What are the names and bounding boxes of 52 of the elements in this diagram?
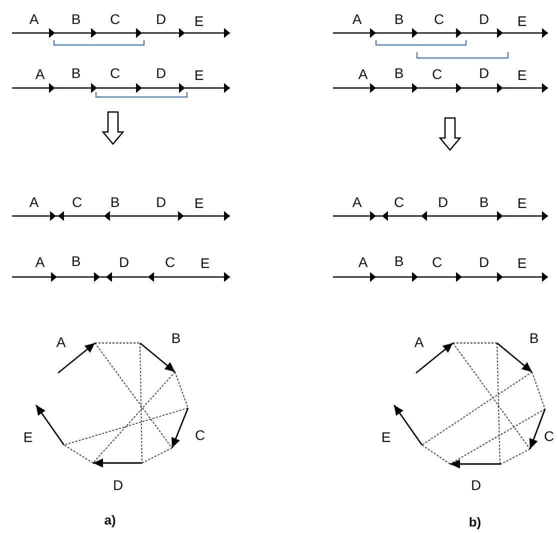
panel-label: a) <box>104 514 116 526</box>
segment-label: D <box>156 66 166 80</box>
segment-label: C <box>194 428 206 442</box>
segment-label: D <box>118 255 130 269</box>
segment-label: A <box>29 195 39 209</box>
segment-label: B <box>394 254 404 268</box>
segment-label: D <box>156 195 166 209</box>
segment-label: B <box>529 331 539 345</box>
segment-label: E <box>194 68 204 82</box>
panel-label: b) <box>468 516 482 528</box>
segment-label: A <box>29 12 39 26</box>
segment-label: E <box>200 256 210 270</box>
segment-label: A <box>35 255 45 269</box>
segment-label: E <box>23 430 33 444</box>
segment-label: A <box>35 67 45 81</box>
segment-label: D <box>112 478 124 492</box>
segment-label: A <box>414 335 424 349</box>
segment-label: E <box>517 68 527 82</box>
segment-label: A <box>358 255 368 269</box>
segment-label: D <box>156 12 166 26</box>
segment-label: D <box>470 478 482 492</box>
segment-label: E <box>194 196 204 210</box>
segment-label: B <box>171 331 181 345</box>
segment-label: A <box>56 335 66 349</box>
segment-label: C <box>434 12 444 26</box>
segment-label: C <box>432 255 442 269</box>
segment-label: E <box>194 14 204 28</box>
segment-label: C <box>432 67 442 81</box>
segment-label: B <box>479 195 489 209</box>
segment-label: E <box>517 256 527 270</box>
segment-label: C <box>110 66 120 80</box>
segment-label: C <box>72 195 82 209</box>
segment-label: C <box>544 429 554 443</box>
segment-label: A <box>352 12 362 26</box>
segment-label: D <box>478 12 490 26</box>
segment-label: E <box>381 430 391 444</box>
segment-label: E <box>517 14 527 28</box>
segment-label: D <box>478 255 490 269</box>
segment-label: C <box>110 12 120 26</box>
segment-label: B <box>71 254 81 268</box>
segment-label: A <box>352 195 362 209</box>
segment-label: E <box>517 196 527 210</box>
segment-label: B <box>110 195 120 209</box>
segment-label: B <box>394 66 404 80</box>
segment-label: A <box>358 67 368 81</box>
segment-label: B <box>71 12 81 26</box>
segment-label: D <box>438 195 448 209</box>
segment-label: C <box>394 195 404 209</box>
segment-label: B <box>71 66 81 80</box>
segment-label: B <box>394 12 404 26</box>
segment-label: C <box>164 255 176 269</box>
segment-label: D <box>478 66 490 80</box>
